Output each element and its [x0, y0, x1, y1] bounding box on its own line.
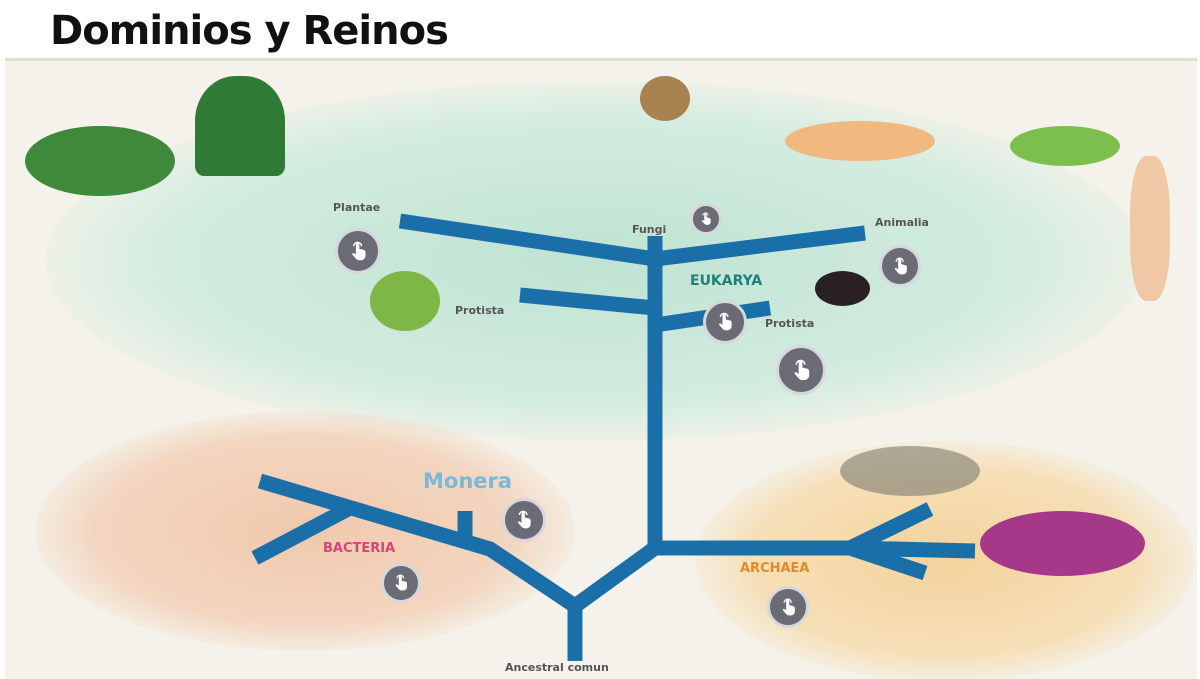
- hotspot-archaea-button[interactable]: [767, 586, 809, 628]
- tree-of-life-diagram: Plantae Fungi Animalia EUKARYA Protista …: [5, 58, 1197, 679]
- tree-illustration: [25, 126, 175, 196]
- label-fungi: Fungi: [632, 223, 667, 236]
- mushroom-illustration: [640, 76, 690, 121]
- hotspot-protista-left-button[interactable]: [703, 300, 747, 344]
- protista-left-branch: [519, 287, 656, 316]
- pointer-hand-icon: [719, 312, 732, 331]
- pointer-hand-icon: [701, 212, 711, 225]
- label-bacteria: BACTERIA: [323, 541, 396, 556]
- hotspot-protista-right-button[interactable]: [776, 345, 826, 395]
- human-illustration: [1130, 156, 1170, 301]
- bacteria-subbranch: [251, 501, 354, 565]
- label-protista-left: Protista: [455, 304, 505, 317]
- hotspot-monera-button[interactable]: [502, 498, 546, 542]
- hotspot-plantae-button[interactable]: [335, 228, 381, 274]
- label-animalia: Animalia: [875, 216, 929, 229]
- moss-illustration: [370, 271, 440, 331]
- hotspot-bacteria-button[interactable]: [381, 563, 421, 603]
- pointer-hand-icon: [794, 359, 809, 380]
- animalia-branch: [654, 225, 866, 267]
- pine-illustration: [195, 76, 285, 176]
- label-monera: Monera: [423, 469, 513, 493]
- label-archaea: ARCHAEA: [740, 561, 810, 576]
- pointer-hand-icon: [351, 241, 365, 260]
- plantae-branch: [398, 213, 657, 267]
- frog-illustration: [1010, 126, 1120, 166]
- pointer-hand-icon: [894, 257, 907, 274]
- page-title: Dominios y Reinos: [50, 8, 449, 54]
- label-ancestor: Ancestral comun: [505, 661, 609, 674]
- eukarya-stem: [570, 236, 663, 613]
- pointer-hand-icon: [782, 598, 795, 615]
- label-eukarya: EUKARYA: [690, 273, 763, 289]
- cells-illustration: [980, 511, 1145, 576]
- phylogenetic-tree: [251, 213, 976, 661]
- pointer-hand-icon: [395, 574, 407, 591]
- hotspot-fungi-button[interactable]: [690, 203, 722, 235]
- octopus-illustration: [785, 121, 935, 161]
- label-protista-right: Protista: [765, 317, 815, 330]
- archaea-sub2: [847, 540, 928, 581]
- hotspot-animalia-button[interactable]: [879, 245, 921, 287]
- archaea-cells-illustration: [840, 446, 980, 496]
- trunk: [257, 473, 583, 661]
- pointer-hand-icon: [518, 510, 531, 529]
- label-plantae: Plantae: [333, 201, 381, 214]
- urchin-illustration: [815, 271, 870, 306]
